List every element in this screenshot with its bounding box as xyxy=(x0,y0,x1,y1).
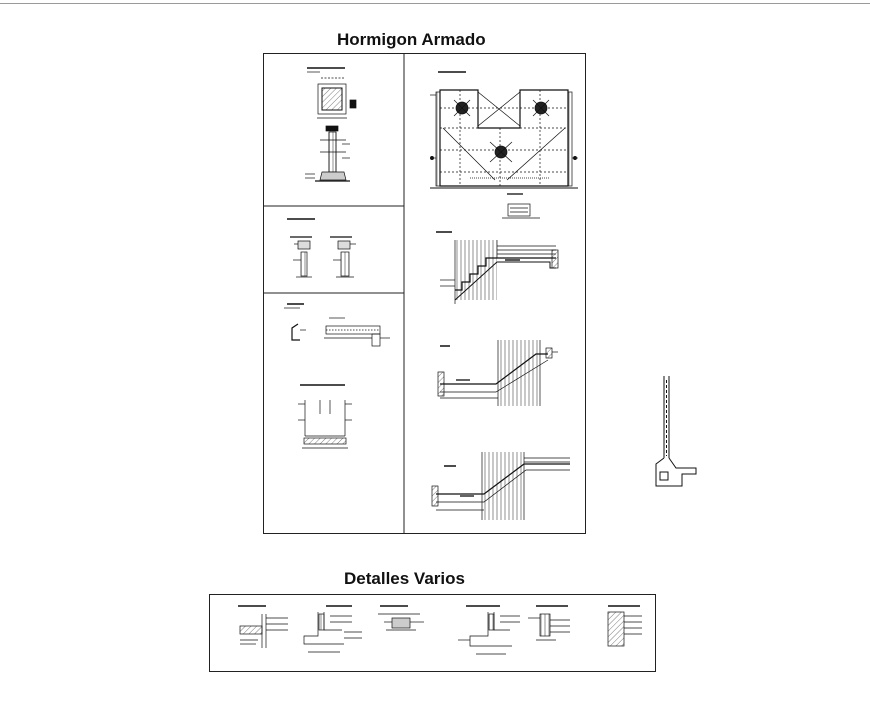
detail-stair-2 xyxy=(437,340,558,406)
detalles-row xyxy=(238,605,642,655)
detail-stair-3 xyxy=(431,452,570,520)
title-detalles-varios: Detalles Varios xyxy=(344,569,465,588)
detalles-sheet-frame xyxy=(209,594,656,672)
detail-wall-profile xyxy=(655,376,697,487)
detail-column-footing xyxy=(305,67,357,182)
detail-stair-1 xyxy=(436,231,559,304)
page-top-rule xyxy=(0,3,870,4)
title-hormigon-armado: Hormigon Armado xyxy=(337,30,486,49)
detail-beam-foundation xyxy=(284,303,390,449)
sheet-dividers xyxy=(263,53,405,533)
detail-column-sections xyxy=(287,218,356,278)
detail-floor-plan xyxy=(430,71,578,219)
